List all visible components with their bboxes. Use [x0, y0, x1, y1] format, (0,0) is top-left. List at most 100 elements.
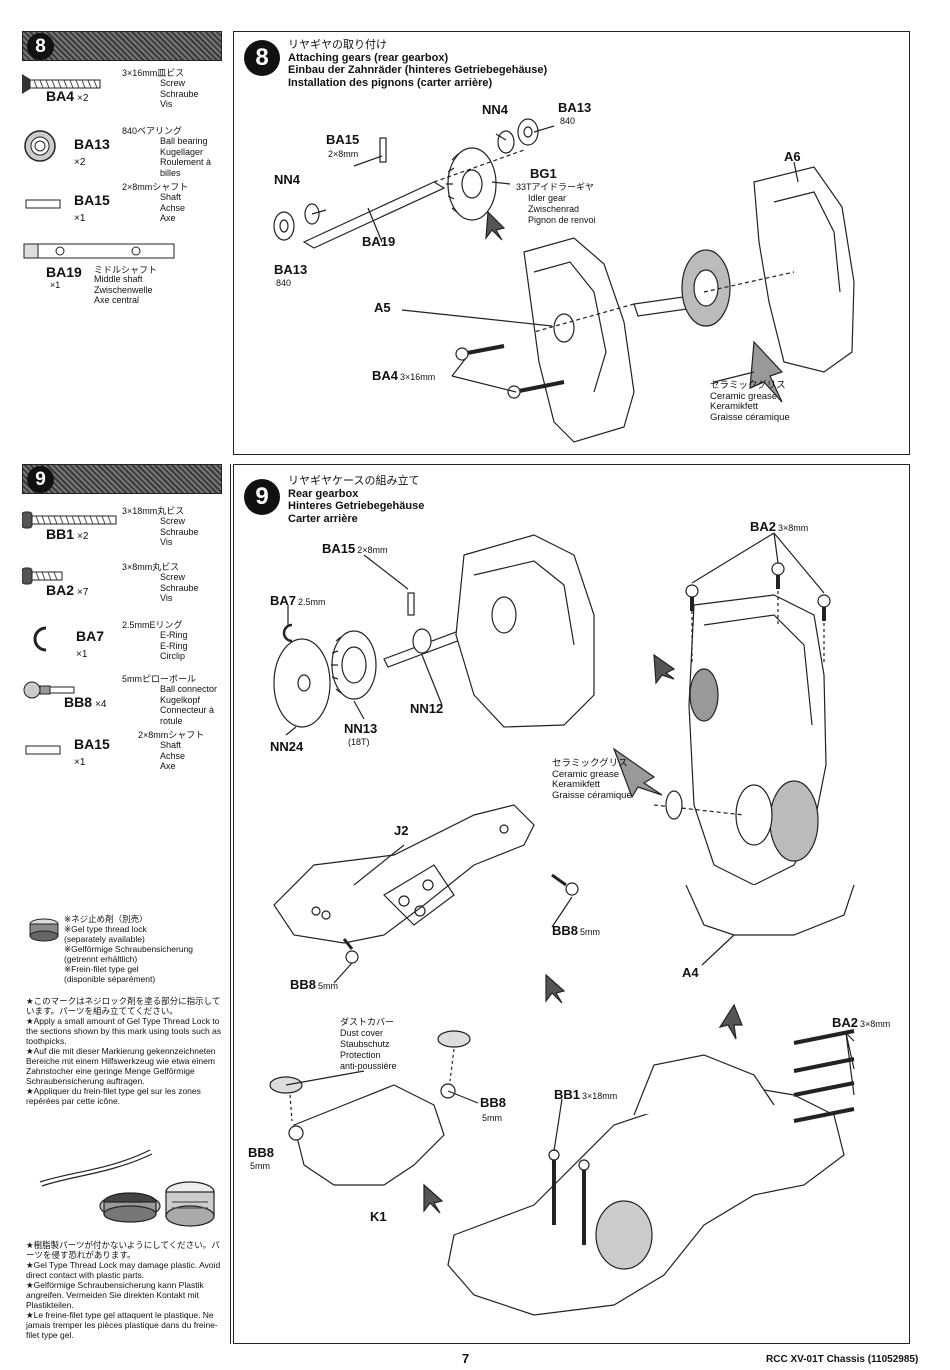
threadlock-label: ※ネジ止め剤（別売） ※Gel type thread lock (separa…: [64, 914, 194, 984]
label-a5: A5: [374, 300, 391, 315]
label-nn13: NN13: [344, 721, 378, 736]
label-dust-cover: ダストカバー Dust cover Staubschutz Protection…: [340, 1017, 397, 1071]
step8-header-bar: 8: [22, 31, 222, 61]
label-nn4-left: NN4: [274, 172, 301, 187]
step9-header-bar: 9: [22, 464, 222, 494]
label-bb8-mid: BB8: [480, 1095, 507, 1110]
part-spec: 3×16mm皿ビス: [122, 68, 185, 78]
threadlock-icon: [29, 918, 59, 942]
label-grease-8: セラミックグリス Ceramic grease Keramikfett Grai…: [710, 380, 790, 423]
ball-connector-icon: [23, 681, 75, 699]
middle-shaft-icon: [23, 243, 175, 259]
step9-title: リヤギヤケースの組み立て Rear gearbox Hinteres Getri…: [288, 475, 425, 525]
label-bg1-names: 33Tアイドラーギヤ Idler gear Zwischenrad Pignon…: [516, 182, 596, 225]
part-spec: 840ベアリング: [122, 126, 183, 136]
part-code: BA13×2: [74, 136, 110, 168]
label-nn4-top: NN4: [482, 102, 509, 117]
screw-round-icon: [22, 567, 63, 585]
screw-round-icon: [22, 511, 117, 529]
step8-diagram: [273, 118, 855, 443]
column-divider: [230, 464, 231, 1344]
threadlock-warnings: ★樹脂製パーツが付かないようにしてください。パーツを侵す恐れがあります。 ★Ge…: [26, 1240, 221, 1340]
label-nn13-teeth: (18T): [348, 737, 370, 747]
threadlock-instructions: ★このマークはネジロック剤を塗る部分に指示しています。パーツを組み立ててください…: [26, 996, 222, 1106]
part-spec: 3×18mm丸ビス: [122, 506, 185, 516]
label-a4: A4: [682, 965, 699, 980]
label-j2: J2: [394, 823, 409, 838]
ball-bearing-icon: [24, 130, 56, 162]
screw-flat-icon: [22, 74, 101, 94]
part-code: BA15×1: [74, 736, 110, 768]
step9-number-badge: 9: [27, 466, 54, 493]
step8-title: リヤギヤの取り付け Attaching gears (rear gearbox)…: [288, 39, 548, 89]
part-qty: ×1: [50, 280, 61, 290]
label-ba15-size: 2×8mm: [328, 149, 359, 159]
step8-panel-badge: 8: [244, 40, 280, 76]
shaft-icon: [25, 745, 61, 755]
label-nn24: NN24: [270, 739, 304, 754]
label-bb8-lower-size: 5mm: [250, 1161, 270, 1171]
part-code: BA7×1: [76, 628, 105, 660]
part-spec: 3×8mm丸ビス: [122, 562, 180, 572]
label-bb8-mid-size: 5mm: [482, 1113, 502, 1123]
part-code: BA4×2: [46, 88, 89, 104]
part-code: BB8×4: [64, 694, 107, 710]
part-code: BB1×2: [46, 526, 89, 542]
label-a6: A6: [784, 149, 801, 164]
part-spec: 5mmピローボール: [122, 674, 196, 684]
part-spec: 2.5mmEリング: [122, 620, 183, 630]
e-ring-icon: [33, 626, 47, 652]
part-code: BA19: [46, 264, 82, 280]
label-nn12: NN12: [410, 701, 444, 716]
label-bb8-lower: BB8: [248, 1145, 275, 1160]
label-k1: K1: [370, 1209, 387, 1224]
label-bg1: BG1: [530, 166, 557, 181]
step9-panel: 9 リヤギヤケースの組み立て Rear gearbox Hinteres Get…: [233, 464, 910, 1344]
shaft-icon: [25, 199, 61, 209]
label-ba13-left-size: 840: [276, 278, 292, 288]
label-ba13-top-size: 840: [560, 116, 576, 126]
part-spec: 2×8mmシャフト: [122, 182, 189, 192]
step9-panel-badge: 9: [244, 479, 280, 515]
label-ba19: BA19: [362, 234, 396, 249]
label-ba15: BA15: [326, 132, 360, 147]
label-grease-9: セラミックグリス Ceramic grease Keramikfett Grai…: [552, 758, 632, 801]
model-code: RCC XV-01T Chassis (11052985): [766, 1354, 919, 1365]
page-number: 7: [462, 1351, 470, 1366]
label-ba13-left: BA13: [274, 262, 308, 277]
label-ba13-top: BA13: [558, 100, 592, 115]
step8-number-badge: 8: [27, 33, 54, 60]
threadlock-application-illustration: [39, 1149, 215, 1227]
part-spec: 2×8mmシャフト: [138, 730, 205, 740]
part-code: BA15×1: [74, 192, 110, 224]
step9-diagram: [269, 532, 855, 1316]
part-spec: ミドルシャフト: [94, 265, 158, 275]
step8-panel: 8 リヤギヤの取り付け Attaching gears (rear gearbo…: [233, 31, 910, 455]
